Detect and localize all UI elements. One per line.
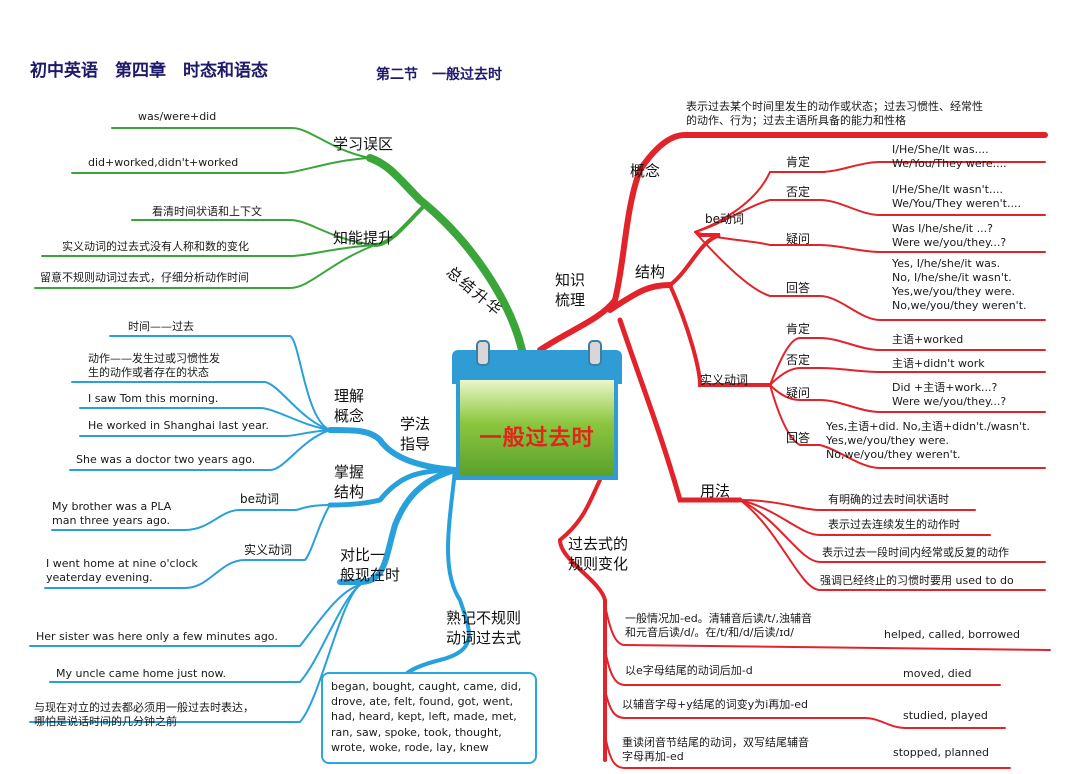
branch-knowledge: 知识 梳理 <box>555 271 586 309</box>
mistake-item-2: did+worked,didn't+worked <box>88 156 239 169</box>
calendar-ring-left <box>476 340 490 366</box>
node-master-structure: 掌握 结构 <box>334 463 365 501</box>
node-skill-improvement: 知能提升 <box>333 229 394 247</box>
node-contrast-present: 对比一 般现在时 <box>340 546 401 584</box>
node-understand-concept: 理解 概念 <box>334 387 365 425</box>
mistake-item-1: was/were+did <box>138 110 217 123</box>
contrast-item-1: Her sister was here only a few minutes a… <box>36 630 278 643</box>
be-question-text: Was I/he/she/it ...? Were we/you/they...… <box>892 222 1007 249</box>
be-answer-label: 回答 <box>786 281 811 295</box>
verb-question-text: Did +主语+work...? Were we/you/they...? <box>892 381 1007 408</box>
structure-be-verb: be动词 <box>240 492 280 506</box>
verb-negative-label: 否定 <box>786 353 811 367</box>
be-question-label: 疑问 <box>786 232 811 246</box>
node-learning-mistakes: 学习误区 <box>333 135 394 153</box>
be-answer-text: Yes, I/he/she/it was. No, I/he/she/it wa… <box>892 257 1027 312</box>
node-usage: 用法 <box>700 482 731 500</box>
verb-question-label: 疑问 <box>786 386 811 400</box>
node-irregular-verbs: 熟记不规则 动词过去式 <box>446 609 522 647</box>
verb-answer-text: Yes,主语+did. No,主语+didn't./wasn't. Yes,we… <box>826 420 1030 461</box>
regular-rule-1: 一般情况加-ed。清辅音后读/t/,浊辅音 和元音后读/d/。在/t/和/d/后… <box>625 612 812 639</box>
center-calendar: 一般过去时 <box>452 340 622 484</box>
regular-rule-2: 以e字母结尾的动词后加-d <box>625 664 753 677</box>
usage-item-4: 强调已经终止的习惯时要用 used to do <box>820 574 1014 587</box>
skill-item-3: 留意不规则动词过去式，仔细分析动作时间 <box>40 271 249 284</box>
concept-item-1: 时间——过去 <box>128 320 194 333</box>
be-negative-label: 否定 <box>786 185 811 199</box>
verb-affirmative-label: 肯定 <box>786 322 811 336</box>
verb-negative-text: 主语+didn't work <box>892 357 985 370</box>
node-regular-change: 过去式的 规则变化 <box>568 535 629 573</box>
verb-affirmative-text: 主语+worked <box>892 333 964 346</box>
usage-item-2: 表示过去连续发生的动作时 <box>828 518 960 531</box>
regular-example-1: helped, called, borrowed <box>884 628 1020 641</box>
irregular-verbs-list: began, bought, caught, came, did, drove,… <box>331 680 522 754</box>
skill-item-1: 看清时间状语和上下文 <box>152 205 262 218</box>
structure-action-verb: 实义动词 <box>244 543 293 557</box>
section-title: 第二节 一般过去时 <box>376 67 502 83</box>
be-negative-text: I/He/She/It wasn't.... We/You/They weren… <box>892 183 1021 210</box>
contrast-item-2: My uncle came home just now. <box>56 667 227 680</box>
calendar-body <box>456 380 618 480</box>
regular-example-2: moved, died <box>903 667 972 680</box>
structure-be-label: be动词 <box>705 212 745 226</box>
be-verb-example: My brother was a PLA man three years ago… <box>52 500 172 527</box>
concept-item-5: She was a doctor two years ago. <box>76 453 256 466</box>
concept-item-2: 动作——发生过或习惯性发 生的动作或者存在的状态 <box>88 352 220 379</box>
node-concept: 概念 <box>630 162 661 180</box>
contrast-item-3: 与现在对立的过去都必须用一般过去时表达， 哪怕是说话时间的几分钟之前 <box>34 701 254 728</box>
page-title: 初中英语 第四章 时态和语态 <box>30 61 268 81</box>
branch-method-guide: 学法 指导 <box>400 415 431 453</box>
regular-rule-3: 以辅音字母+y结尾的词变y为i再加-ed <box>622 698 809 711</box>
concept-item-4: He worked in Shanghai last year. <box>88 419 269 432</box>
center-topic: 一般过去时 <box>479 426 595 451</box>
verb-answer-label: 回答 <box>786 431 811 445</box>
regular-example-3: studied, played <box>903 709 988 722</box>
structure-verb-label: 实义动词 <box>700 373 749 387</box>
calendar-ring-right <box>588 340 602 366</box>
node-structure: 结构 <box>635 263 666 281</box>
usage-item-1: 有明确的过去时间状语时 <box>828 493 949 506</box>
irregular-verbs-box: began, bought, caught, came, did, drove,… <box>321 672 537 764</box>
usage-item-3: 表示过去一段时间内经常或反复的动作 <box>822 546 1009 559</box>
be-affirmative-text: I/He/She/It was.... We/You/They were.... <box>892 143 1007 170</box>
skill-item-2: 实义动词的过去式没有人称和数的变化 <box>62 240 249 253</box>
concept-definition: 表示过去某个时间里发生的动作或状态；过去习惯性、经常性 的动作、行为；过去主语所… <box>686 100 983 127</box>
concept-item-3: I saw Tom this morning. <box>88 392 219 405</box>
be-affirmative-label: 肯定 <box>786 155 811 169</box>
regular-rule-4: 重读闭音节结尾的动词，双写结尾辅音 字母再加-ed <box>622 736 809 763</box>
action-verb-example: I went home at nine o'clock yeaterday ev… <box>46 557 198 584</box>
regular-example-4: stopped, planned <box>893 746 989 759</box>
